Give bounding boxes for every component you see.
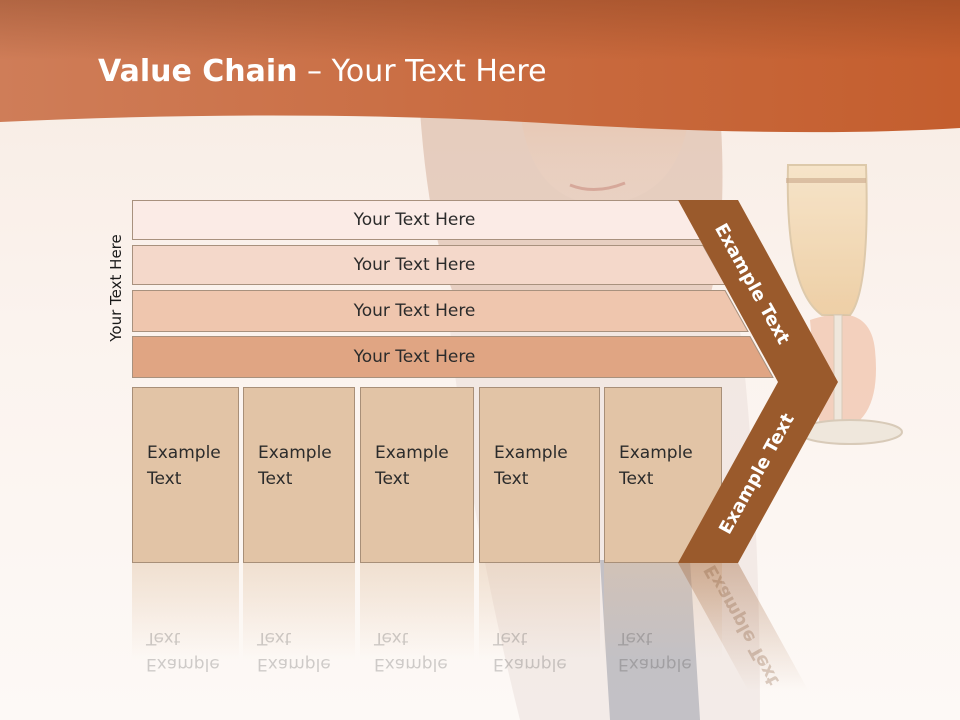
column-text-line2: Text [375,469,410,489]
bar-row-label: Your Text Here [353,301,476,321]
column-text-line1: Example [147,443,221,463]
bar-row-3: Your Text Here [132,290,767,332]
reflection-fade [360,563,474,683]
column-text-line1: Example [258,443,332,463]
title-bold: Value Chain [98,54,298,89]
slide-title: Value Chain – Your Text Here [98,54,547,89]
reflection-fade [132,563,239,683]
bar-row-4: Your Text Here [132,336,792,378]
reflection-fade [243,563,355,683]
reflection-fade [479,563,600,683]
bar-row-1: Your Text Here [132,200,727,240]
bar-row-label: Your Text Here [353,255,476,275]
title-rest: – Your Text Here [297,54,547,89]
bar-row-label: Your Text Here [353,347,476,367]
column-text-line1: Example [619,443,693,463]
column-text-line2: Text [258,469,293,489]
bar-row-label: Your Text Here [353,210,476,230]
column-text-line2: Text [147,469,182,489]
column-text-line1: Example [494,443,568,463]
header-band [0,0,960,133]
column-text-line2: Text [494,469,529,489]
column-text-line2: Text [619,469,654,489]
column-text-line1: Example [375,443,449,463]
bar-row-2: Your Text Here [132,245,745,285]
